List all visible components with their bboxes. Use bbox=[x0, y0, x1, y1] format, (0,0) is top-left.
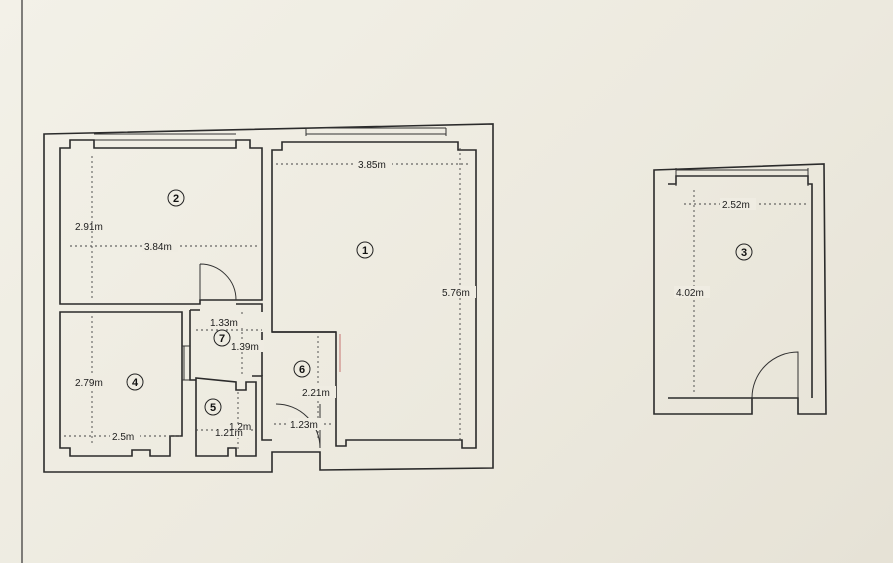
label-room-6-height: 2.21m bbox=[302, 388, 330, 399]
label-room-5-width: 1.21m bbox=[215, 428, 243, 439]
room-marker-3: 3 bbox=[735, 243, 753, 261]
label-bg-room-7-height bbox=[230, 340, 264, 352]
label-room-5-height: 1.2m bbox=[229, 422, 251, 433]
window-room-3 bbox=[675, 168, 809, 186]
window-room-1 bbox=[305, 127, 447, 136]
room-marker-7: 7 bbox=[213, 329, 231, 347]
door-room-4 bbox=[182, 345, 190, 381]
label-room-7-height: 1.39m bbox=[231, 342, 259, 353]
label-room-3-length: 4.02m bbox=[676, 288, 704, 299]
label-room-1-length: 5.76m bbox=[442, 288, 470, 299]
room-number-6: 6 bbox=[299, 364, 305, 376]
label-bg-room-7-width bbox=[208, 316, 244, 328]
room-number-7: 7 bbox=[219, 333, 225, 345]
room-marker-6: 6 bbox=[293, 360, 311, 378]
outer-wall bbox=[43, 123, 494, 473]
label-room-4-width: 2.5m bbox=[112, 432, 134, 443]
label-room-2-width: 3.84m bbox=[144, 242, 172, 253]
label-bg-room-5-width bbox=[214, 426, 248, 438]
label-room-7-width: 1.33m bbox=[210, 318, 238, 329]
room-number-1: 1 bbox=[362, 245, 368, 257]
label-room-4-height: 2.79m bbox=[75, 378, 103, 389]
room-1-walls bbox=[271, 141, 477, 449]
room-number-3: 3 bbox=[741, 247, 747, 259]
label-bg-room-3-width bbox=[720, 198, 756, 210]
label-bg-room-3-length bbox=[674, 286, 710, 298]
label-room-2-height: 2.91m bbox=[75, 222, 103, 233]
door-room-2 bbox=[199, 263, 237, 301]
room-number-2: 2 bbox=[173, 193, 179, 205]
room-6-walls bbox=[261, 331, 336, 376]
room-3-unit: 2.52m 4.02m 3 bbox=[653, 163, 827, 415]
room-marker-2: 2 bbox=[167, 189, 185, 207]
label-room-1-width: 3.85m bbox=[358, 160, 386, 171]
label-bg-room-1-width bbox=[356, 158, 392, 170]
room-marker-4: 4 bbox=[126, 373, 144, 391]
label-room-6-width: 1.23m bbox=[290, 420, 318, 431]
label-room-3-width: 2.52m bbox=[722, 200, 750, 211]
label-bg-room-6-width bbox=[288, 418, 324, 430]
label-bg-room-1-length bbox=[440, 286, 476, 298]
label-bg-room-6-height bbox=[300, 386, 336, 398]
room-number-4: 4 bbox=[132, 377, 139, 389]
room-5-walls bbox=[195, 377, 257, 457]
apartment-main: 3.85m 5.76m 2.91m 3.84m 2.79m 2.5m 1.33m… bbox=[43, 123, 494, 473]
room-marker-5: 5 bbox=[204, 398, 222, 416]
label-bg-room-4-width bbox=[110, 430, 140, 442]
window-room-2 bbox=[94, 133, 236, 141]
room-number-5: 5 bbox=[210, 402, 216, 414]
label-bg-room-4-height bbox=[73, 376, 109, 388]
label-bg-room-2-width bbox=[142, 240, 178, 252]
room-marker-1: 1 bbox=[356, 241, 374, 259]
room-4-walls bbox=[59, 311, 183, 457]
outer-wall-inner bbox=[59, 139, 263, 305]
door-room-3 bbox=[751, 351, 799, 399]
